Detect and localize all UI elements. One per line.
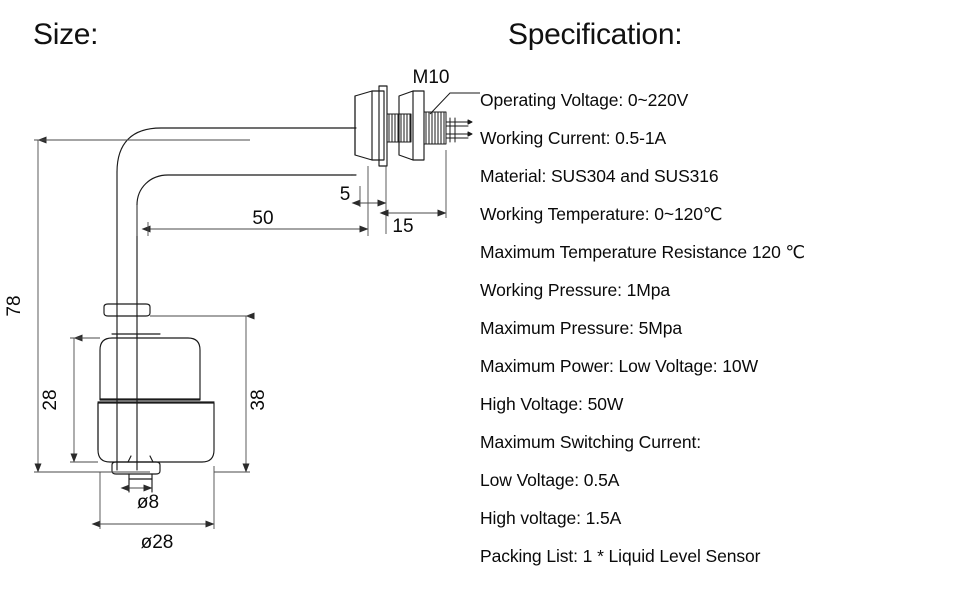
spec-line-maximum-switching-current: Maximum Switching Current: [480,432,702,453]
dimension-label-38: 38 [248,389,269,410]
float-body-upper [99,337,201,401]
float-seam-line [97,398,215,403]
spec-line-maximum-pressure: Maximum Pressure: 5Mpa [480,318,683,339]
specification-heading: Specification: [508,18,683,51]
hex-nut-left [354,90,385,161]
float-bottom-taper [127,455,154,463]
spec-line-low-voltage-current: Low Voltage: 0.5A [480,470,620,491]
flange-plate [378,85,388,167]
wire-leads [445,117,473,143]
dimension-label-15: 15 [392,216,413,237]
spec-line-material: Material: SUS304 and SUS316 [480,166,719,187]
dimension-length-15 [379,150,447,218]
dimension-length-5 [351,166,387,234]
dimension-drawing-panel: M10 50 15 5 78 38 28 ø8 ø28 [0,0,480,600]
dimension-height-28 [70,334,100,463]
spec-line-working-temperature: Working Temperature: 0~120℃ [480,204,723,225]
dimension-label-dia-8: ø8 [137,492,159,513]
thread-section-2-m10 [423,111,447,145]
dimension-height-78 [34,136,250,473]
spec-line-maximum-temperature-resistance: Maximum Temperature Resistance 120 ℃ [480,242,806,263]
dimension-label-5: 5 [340,184,351,205]
m10-leader-line [429,92,480,115]
dimension-label-dia-28: ø28 [141,532,174,553]
spec-line-maximum-power-low-voltage: Maximum Power: Low Voltage: 10W [480,356,758,377]
dimension-label-28: 28 [40,389,61,410]
elbow-bend [116,127,353,206]
float-top-neck [111,333,161,339]
dimension-label-50: 50 [252,208,273,229]
float-body-lower [97,402,215,463]
dimension-label-m10: M10 [413,67,450,88]
size-heading: Size: [33,18,99,51]
dimension-label-78: 78 [4,295,25,316]
spec-line-working-pressure: Working Pressure: 1Mpa [480,280,671,301]
spec-line-high-voltage-power: High Voltage: 50W [480,394,624,415]
dimension-height-38 [150,312,255,473]
spec-line-operating-voltage: Operating Voltage: 0~220V [480,90,689,111]
vertical-stem [116,171,138,471]
spec-line-high-voltage-current: High voltage: 1.5A [480,508,622,529]
spec-line-packing-list: Packing List: 1 * Liquid Level Sensor [480,546,761,567]
dimension-diameter-28 [91,466,215,529]
lower-collar [111,461,161,475]
bottom-stem-stub [128,473,153,493]
dimension-drawing-svg: M10 50 15 5 78 38 28 ø8 ø28 [4,67,480,553]
upper-collar [103,303,151,317]
specification-list: Operating Voltage: 0~220V Working Curren… [480,82,970,576]
spec-line-working-current: Working Current: 0.5-1A [480,128,667,149]
